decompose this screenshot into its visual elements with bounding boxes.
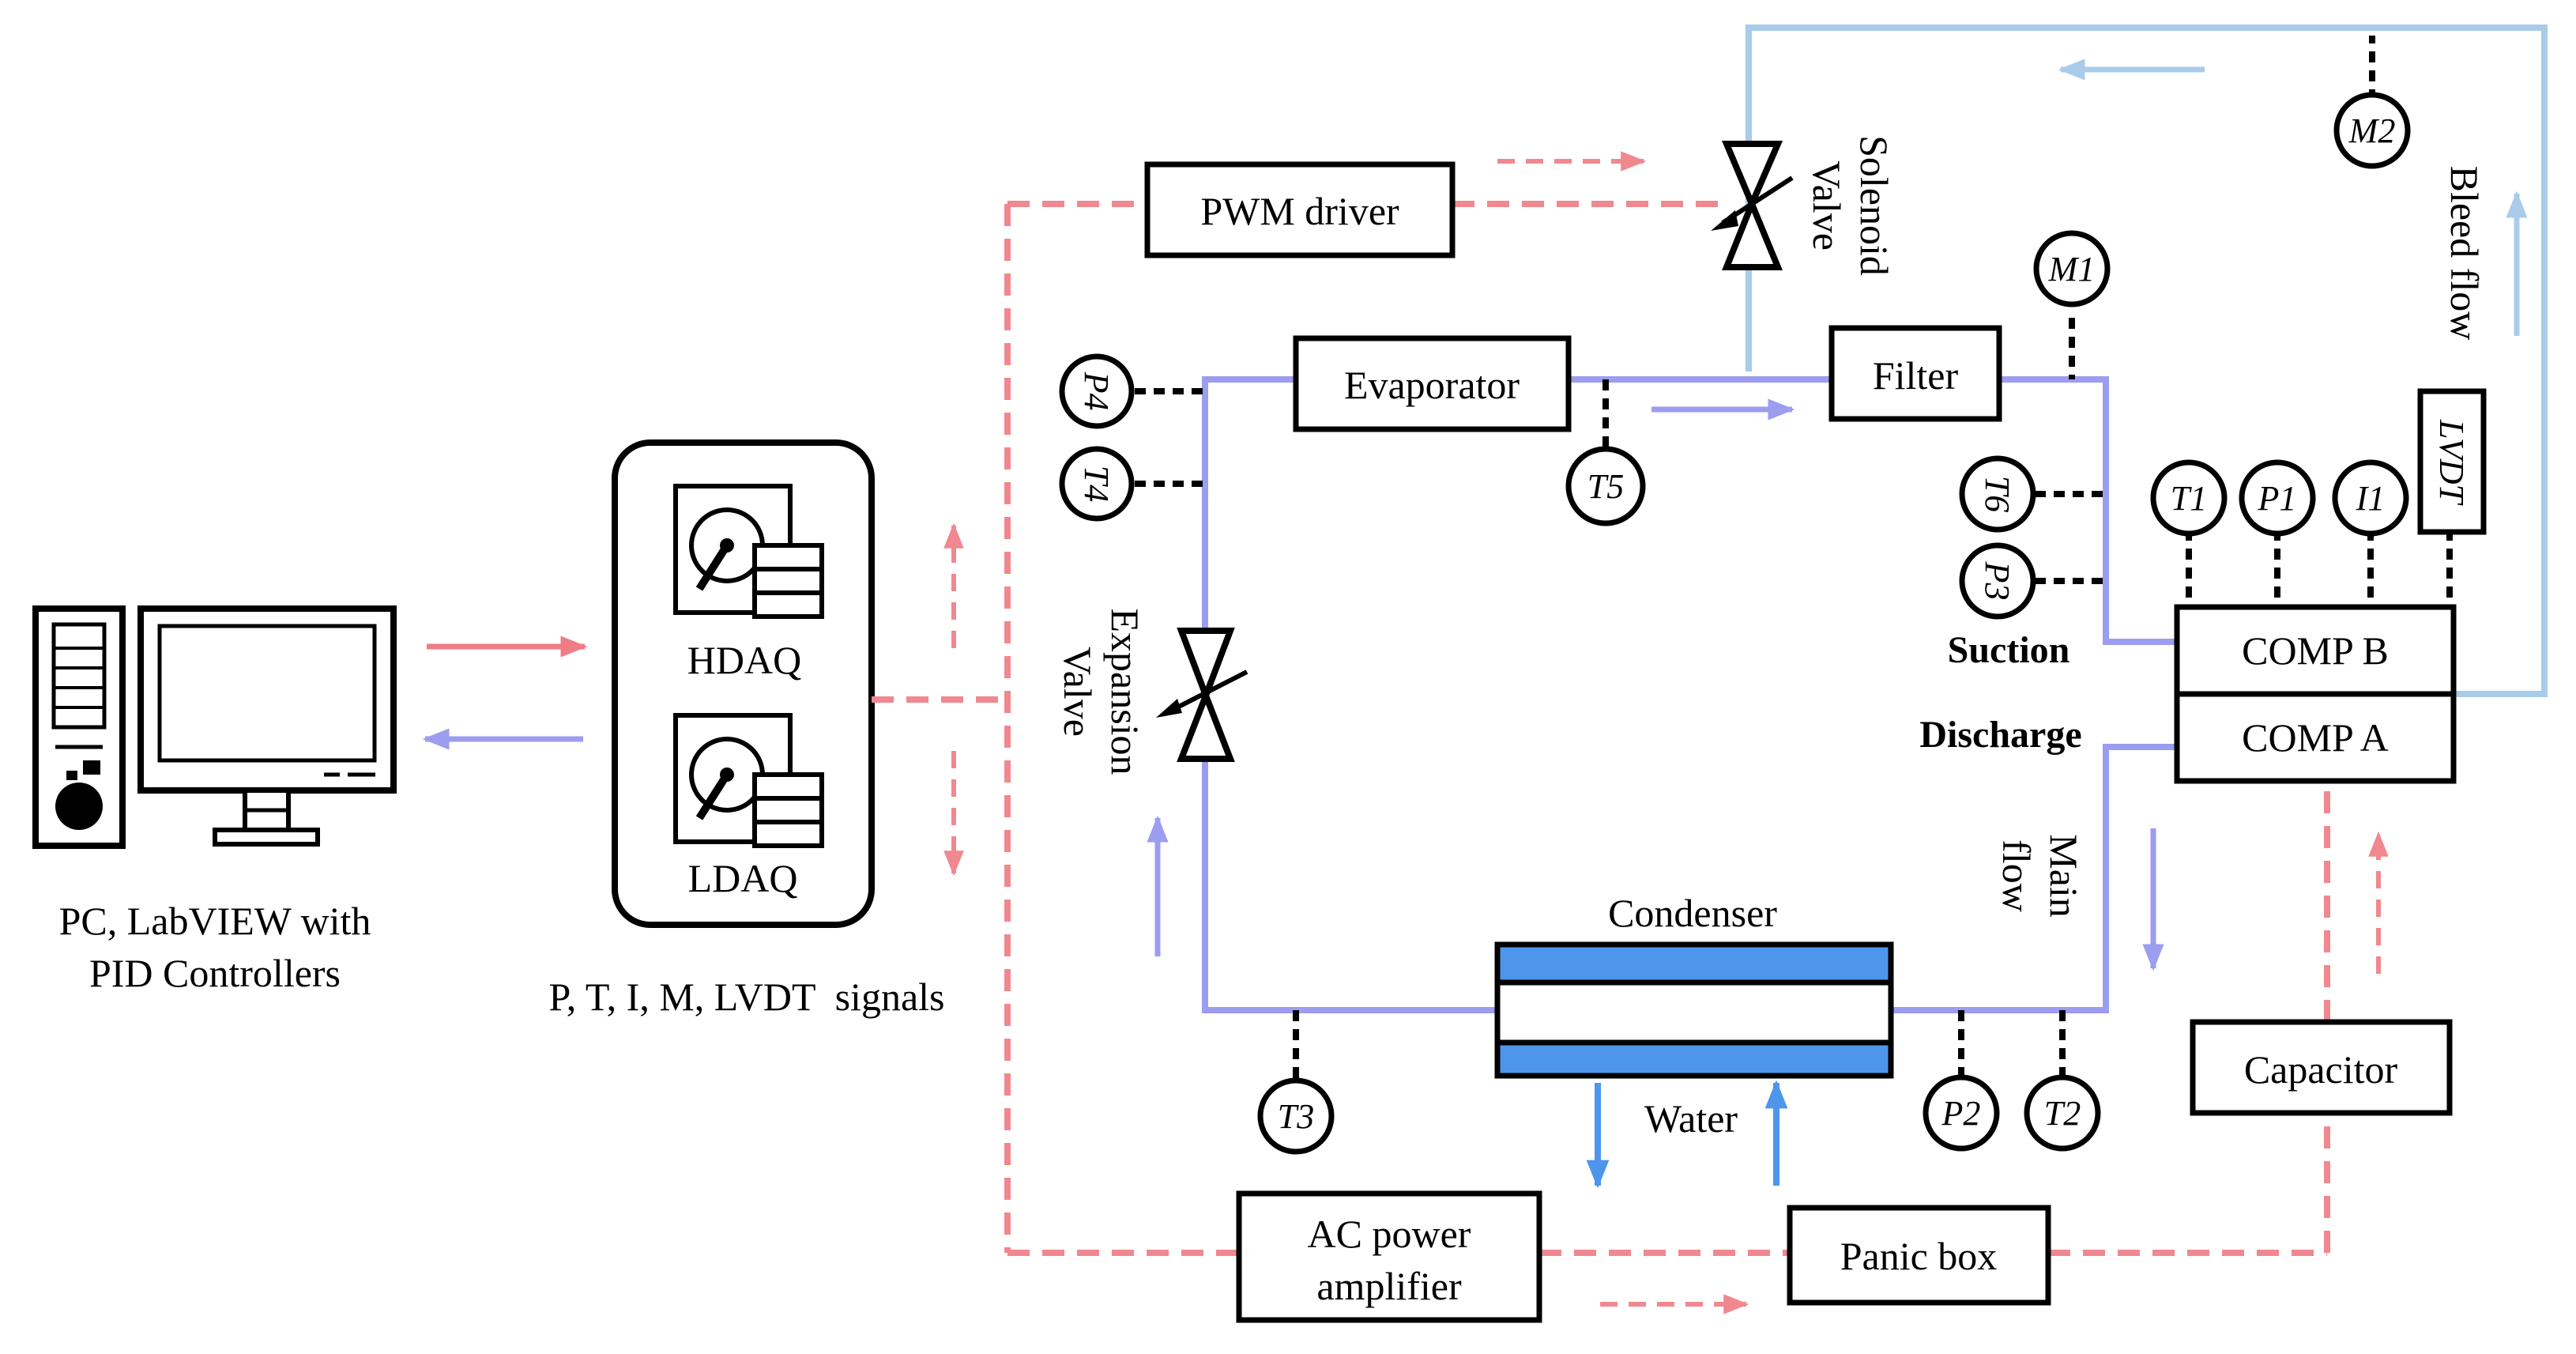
ac-amp-label-line2: amplifier — [1316, 1264, 1462, 1308]
sensor-p4: P4 — [1059, 353, 1135, 429]
pc-caption-line1: PC, LabVIEW with — [59, 899, 371, 943]
ldaq-icon — [673, 713, 824, 848]
sensor-p1-label: P1 — [2258, 479, 2297, 518]
pwm-driver-label: PWM driver — [1200, 189, 1399, 233]
sensor-t1: T1 — [2150, 459, 2228, 537]
sensor-t2-label: T2 — [2044, 1094, 2081, 1133]
comp-b-label: COMP B — [2242, 628, 2389, 673]
sensor-m1-label: M1 — [2048, 250, 2096, 289]
evaporator-label: Evaporator — [1344, 363, 1520, 407]
sensor-t3: T3 — [1257, 1077, 1335, 1155]
solenoid-label-line2: Valve — [1805, 160, 1849, 251]
capacitor-box — [2190, 1019, 2453, 1116]
condenser-label: Condenser — [1608, 891, 1777, 935]
filter-box — [1828, 325, 2002, 422]
panic-box-label: Panic box — [1840, 1234, 1998, 1278]
pc-monitor-base — [213, 828, 320, 847]
discharge-label: Discharge — [1919, 714, 2081, 756]
pc-caption-line2: PID Controllers — [89, 951, 341, 995]
pc-drive-bay — [51, 622, 107, 730]
sensor-i1: I1 — [2332, 459, 2409, 537]
suction-label: Suction — [1948, 629, 2070, 671]
comp-a-box — [2174, 691, 2457, 784]
filter-label: Filter — [1873, 353, 1959, 398]
sensor-p3: P3 — [1959, 542, 2036, 620]
sensor-p2: P2 — [1923, 1074, 2000, 1152]
sensor-p4-label: P4 — [1077, 372, 1116, 411]
water-label: Water — [1644, 1096, 1738, 1141]
pc-screen — [157, 624, 377, 763]
sensor-t4: T4 — [1059, 446, 1135, 522]
sensor-t6: T6 — [1959, 455, 2036, 533]
sensor-t5: T5 — [1565, 446, 1646, 526]
main-flow-label-line1: Main — [2042, 834, 2086, 918]
condenser — [1494, 941, 1894, 1079]
bleed-flow-label: Bleed flow — [2442, 166, 2487, 341]
sensor-t1-label: T1 — [2171, 479, 2207, 518]
pc-power-button — [55, 783, 103, 830]
sensor-p3-label: P3 — [1978, 561, 2017, 601]
sensor-taps — [1116, 36, 2453, 1083]
evaporator-box — [1293, 335, 1572, 432]
hdaq-icon — [673, 484, 824, 619]
sensor-lvdt-label: LVDT — [2432, 419, 2471, 506]
capacitor-label: Capacitor — [2244, 1047, 2398, 1092]
expansion-label-line2: Valve — [1056, 647, 1100, 737]
main-flow-label-line2: flow — [1994, 839, 2039, 912]
pc-workstation — [32, 605, 397, 849]
sensor-t5-label: T5 — [1587, 467, 1624, 506]
signal-lines — [872, 201, 2330, 1256]
expansion-label-line1: Expansion — [1103, 608, 1147, 775]
sensor-t3-label: T3 — [1278, 1097, 1314, 1136]
comp-b-box — [2174, 604, 2457, 697]
expansion-valve — [1156, 628, 1248, 762]
pwm-driver-box — [1144, 161, 1456, 258]
ac-amp-label-line1: AC power — [1308, 1212, 1471, 1256]
panic-box — [1787, 1205, 2051, 1306]
sensor-m2-label: M2 — [2348, 111, 2396, 150]
sensor-t6-label: T6 — [1978, 476, 2017, 512]
hdaq-label: HDAQ — [687, 638, 801, 682]
sensor-i1-label: I1 — [2356, 479, 2386, 518]
comp-a-label: COMP A — [2242, 715, 2389, 760]
solenoid-valve — [1711, 141, 1794, 270]
sensor-p1: P1 — [2239, 459, 2316, 537]
sensor-lvdt: LVDT — [2417, 388, 2487, 535]
ldaq-label: LDAQ — [688, 856, 798, 900]
solenoid-label-line1: Solenoid — [1852, 135, 1896, 276]
sensor-m1: M1 — [2033, 230, 2111, 307]
sensor-m2: M2 — [2333, 92, 2411, 169]
sensor-t4-label: T4 — [1077, 466, 1116, 502]
sensor-p2-label: P2 — [1941, 1094, 1981, 1133]
ac-power-amplifier-box — [1236, 1190, 1542, 1323]
daq-signals-caption: P, T, I, M, LVDT signals — [548, 975, 944, 1019]
sensor-t2: T2 — [2024, 1074, 2101, 1152]
